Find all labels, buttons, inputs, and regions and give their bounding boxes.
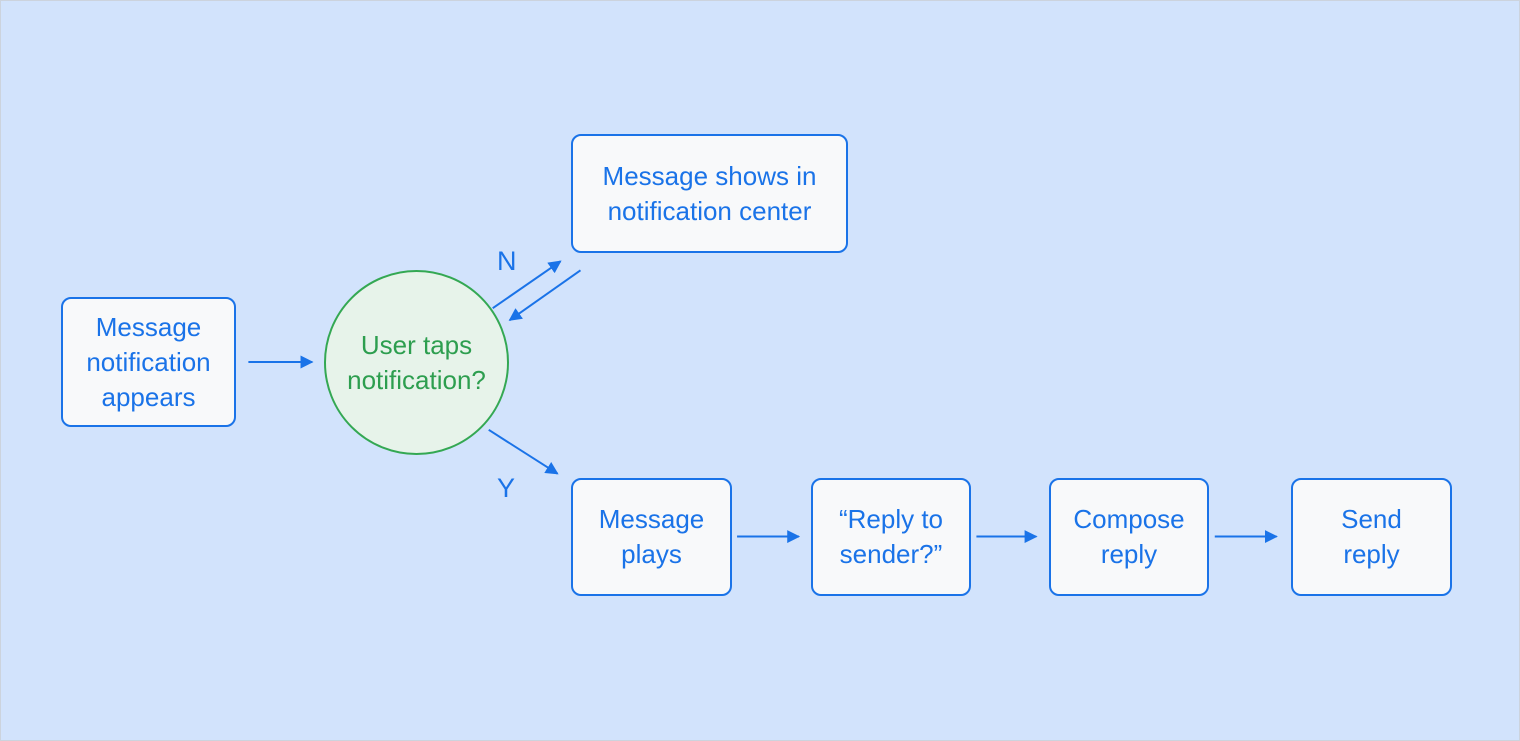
arrow-decision-to-notification-center <box>492 260 562 309</box>
node-label: Message plays <box>598 504 705 569</box>
node-label: Message notification appears <box>86 311 211 412</box>
node-reply-to-sender: “Reply to sender?” <box>811 478 971 596</box>
node-message-plays: Message plays <box>571 478 732 596</box>
edge-label-no: N <box>497 246 517 276</box>
node-message-shows-in-notification-center: Message shows in notification center <box>571 134 848 253</box>
node-label: Message shows in notification center <box>602 160 817 226</box>
arrow-decision-to-message-plays <box>488 428 559 475</box>
node-user-taps-notification-decision: User taps notification? <box>324 270 509 455</box>
node-send-reply: Send reply <box>1291 478 1452 596</box>
node-label: Send reply <box>1341 504 1402 569</box>
edge-label-yes: Y <box>497 473 516 503</box>
arrow-notification-center-to-decision <box>508 269 582 321</box>
node-compose-reply: Compose reply <box>1049 478 1209 596</box>
node-label: User taps notification? <box>347 329 486 395</box>
node-label: “Reply to sender?” <box>838 504 944 569</box>
node-message-notification-appears: Message notification appears <box>61 297 236 427</box>
node-label: Compose reply <box>1073 504 1185 569</box>
